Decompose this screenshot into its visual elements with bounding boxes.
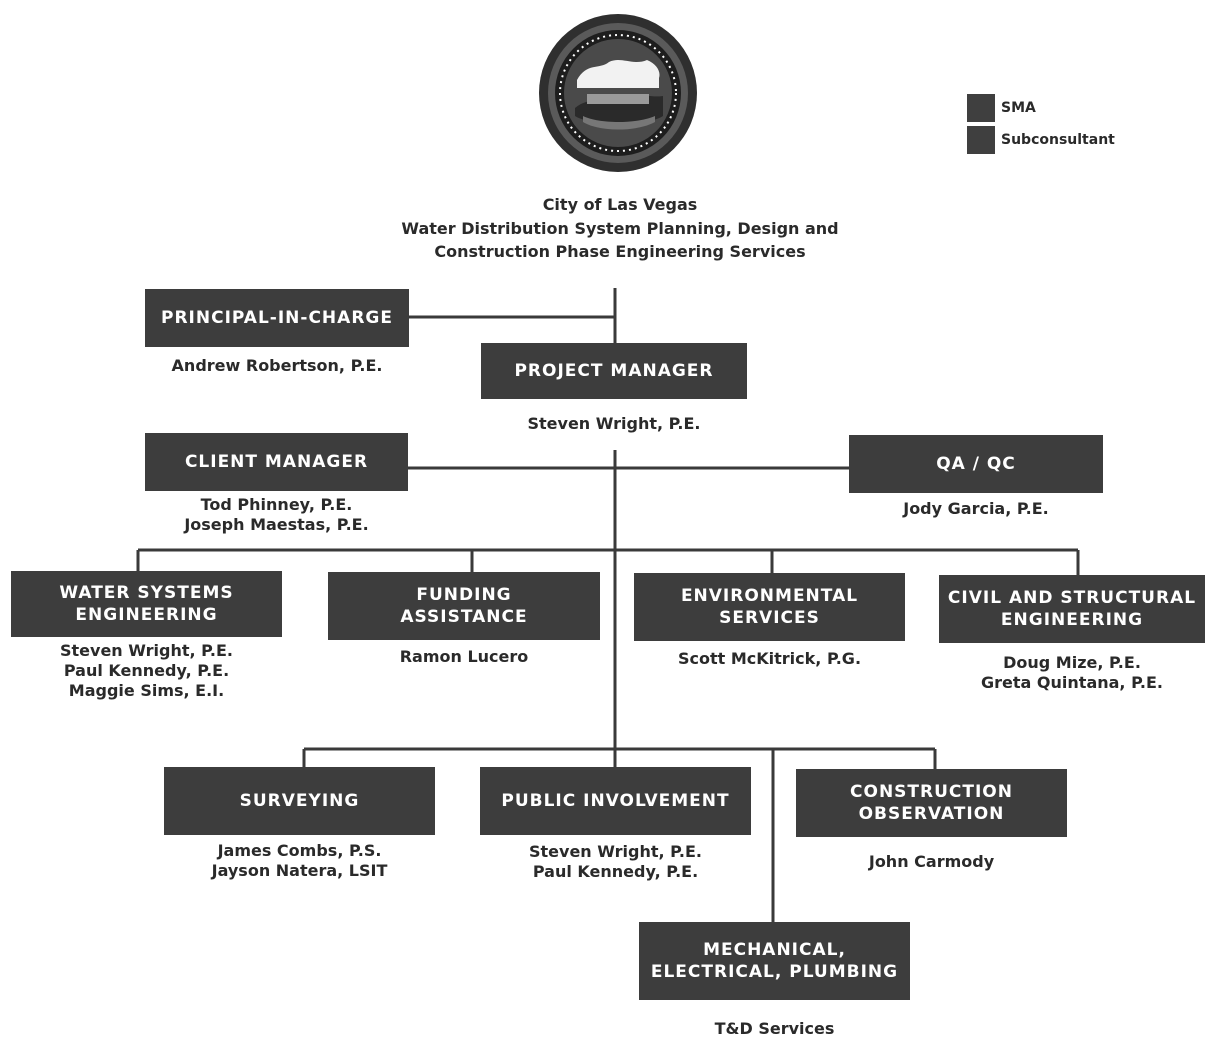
legend-label-sma: SMA <box>1001 100 1036 116</box>
person-name: Maggie Sims, E.I. <box>68 681 225 700</box>
legend-item-sma: SMA <box>967 94 1036 122</box>
node-water-systems-engineering: WATER SYSTEMS ENGINEERING <box>11 571 282 637</box>
node-label-line-1: ENVIRONMENTAL <box>680 586 859 606</box>
node-label: PRINCIPAL-IN-CHARGE <box>161 308 393 328</box>
names-funding-assistance: Ramon Lucero <box>328 647 600 667</box>
node-label: SURVEYING <box>239 791 360 811</box>
node-surveying: SURVEYING <box>164 767 435 835</box>
node-label-line-2: ENGINEERING <box>75 605 218 625</box>
node-label: PUBLIC INVOLVEMENT <box>501 791 730 811</box>
node-label-line-1: MECHANICAL, <box>703 940 846 960</box>
node-label: QA / QC <box>936 454 1016 474</box>
names-principal-in-charge: Andrew Robertson, P.E. <box>145 356 409 376</box>
node-label-line-2: ENGINEERING <box>1000 610 1144 630</box>
node-label-line-2: ASSISTANCE <box>400 607 528 627</box>
title-line-3: Construction Phase Engineering Services <box>434 242 806 261</box>
person-name: T&D Services <box>714 1019 835 1038</box>
title-line-2: Water Distribution System Planning, Desi… <box>401 218 839 238</box>
legend-swatch-subconsultant <box>967 126 995 154</box>
node-environmental-services: ENVIRONMENTAL SERVICES <box>634 573 905 641</box>
person-name: Steven Wright, P.E. <box>59 641 234 660</box>
person-name: James Combs, P.S. <box>217 841 382 860</box>
person-name: John Carmody <box>868 852 995 871</box>
legend-swatch-sma <box>967 94 995 122</box>
names-project-manager: Steven Wright, P.E. <box>481 414 747 434</box>
names-mechanical-electrical-plumbing: T&D Services <box>639 1019 910 1039</box>
node-label-line-2: OBSERVATION <box>858 804 1005 824</box>
person-name: Ramon Lucero <box>399 647 529 666</box>
person-name: Paul Kennedy, P.E. <box>63 661 230 680</box>
person-name: Scott McKitrick, P.G. <box>677 649 862 668</box>
names-civil-structural-engineering: Doug Mize, P.E. Greta Quintana, P.E. <box>939 653 1205 693</box>
person-name: Jody Garcia, P.E. <box>903 499 1049 518</box>
names-surveying: James Combs, P.S. Jayson Natera, LSIT <box>164 841 435 881</box>
person-name: Andrew Robertson, P.E. <box>171 356 383 375</box>
node-label-line-1: CONSTRUCTION <box>850 782 1013 802</box>
names-qa-qc: Jody Garcia, P.E. <box>849 499 1103 519</box>
node-label-line-2: ELECTRICAL, PLUMBING <box>650 962 899 982</box>
names-water-systems-engineering: Steven Wright, P.E. Paul Kennedy, P.E. M… <box>11 641 282 701</box>
node-principal-in-charge: PRINCIPAL-IN-CHARGE <box>145 289 409 347</box>
person-name: Greta Quintana, P.E. <box>981 673 1163 692</box>
node-project-manager: PROJECT MANAGER <box>481 343 747 399</box>
node-funding-assistance: FUNDING ASSISTANCE <box>328 572 600 640</box>
node-public-involvement: PUBLIC INVOLVEMENT <box>480 767 751 835</box>
node-civil-structural-engineering: CIVIL AND STRUCTURAL ENGINEERING <box>939 575 1205 643</box>
node-label-line-1: WATER SYSTEMS <box>59 583 234 603</box>
person-name: Paul Kennedy, P.E. <box>532 862 699 881</box>
person-name: Tod Phinney, P.E. <box>200 495 353 514</box>
names-construction-observation: John Carmody <box>796 852 1067 872</box>
names-public-involvement: Steven Wright, P.E. Paul Kennedy, P.E. <box>480 842 751 882</box>
node-client-manager: CLIENT MANAGER <box>145 433 408 491</box>
person-name: Joseph Maestas, P.E. <box>184 515 369 534</box>
city-seal-icon <box>539 14 697 172</box>
names-environmental-services: Scott McKitrick, P.G. <box>634 649 905 669</box>
legend-label-subconsultant: Subconsultant <box>1001 132 1115 148</box>
chart-title: City of Las Vegas Water Distribution Sys… <box>330 193 910 264</box>
legend-item-subconsultant: Subconsultant <box>967 126 1115 154</box>
names-client-manager: Tod Phinney, P.E. Joseph Maestas, P.E. <box>145 495 408 535</box>
node-mechanical-electrical-plumbing: MECHANICAL, ELECTRICAL, PLUMBING <box>639 922 910 1000</box>
person-name: Steven Wright, P.E. <box>527 414 701 433</box>
person-name: Doug Mize, P.E. <box>1003 653 1141 672</box>
node-label-line-2: SERVICES <box>719 608 820 628</box>
node-qa-qc: QA / QC <box>849 435 1103 493</box>
node-construction-observation: CONSTRUCTION OBSERVATION <box>796 769 1067 837</box>
title-line-1: City of Las Vegas <box>542 195 698 214</box>
person-name: Steven Wright, P.E. <box>528 842 703 861</box>
node-label-line-1: FUNDING <box>416 585 512 605</box>
person-name: Jayson Natera, LSIT <box>211 861 388 880</box>
node-label: CLIENT MANAGER <box>184 452 369 472</box>
node-label: PROJECT MANAGER <box>514 361 714 381</box>
node-label-line-1: CIVIL AND STRUCTURAL <box>947 588 1197 608</box>
